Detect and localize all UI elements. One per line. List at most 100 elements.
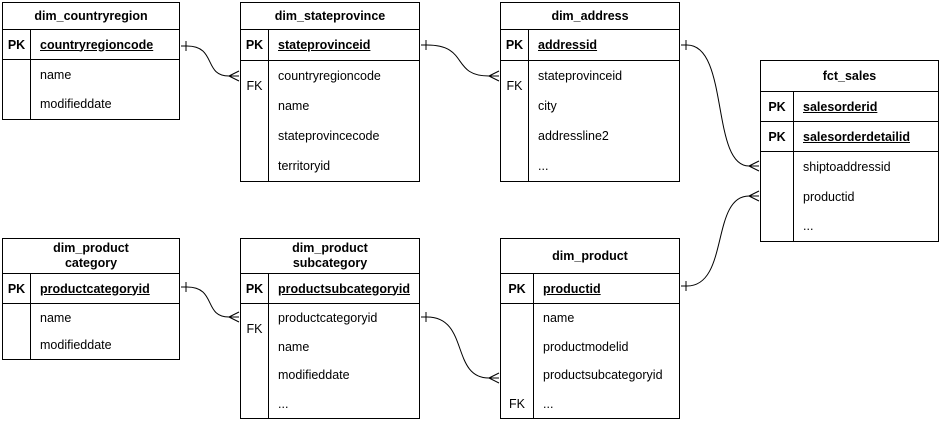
column-dim_productsubcategory-productsubcategoryid: productsubcategoryid — [269, 274, 419, 304]
attribute-column-dim_productcategory: productcategoryid name modifieddate — [31, 274, 179, 359]
cardinality-many-marker — [748, 160, 760, 172]
relationship-productcategory-to-subcategory[interactable] — [181, 282, 240, 323]
column-dim_product-name: name — [543, 311, 575, 326]
key-marker-fk-dim_address: FK — [506, 79, 523, 93]
key-marker-area-dim_countryregion — [3, 60, 30, 119]
column-fct_sales-productid: productid — [803, 189, 855, 204]
attribute-column-dim_address: addressid stateprovinceid city addressline2… — [529, 30, 679, 181]
key-marker-fk-dim_stateprovince: FK — [246, 79, 263, 93]
relationship-address-to-sales[interactable] — [681, 40, 760, 172]
column-dim_address-addressline2: addressline2 — [538, 129, 609, 143]
key-column-dim_productcategory: PK — [3, 274, 31, 359]
relationship-line — [686, 195, 750, 287]
key-column-dim_stateprovince: PK FK — [241, 30, 269, 181]
column-dim_countryregion-name: name — [40, 67, 72, 82]
relationship-line — [686, 44, 750, 167]
column-dim_productcategory-name: name — [40, 310, 72, 325]
key-column-dim_address: PK FK — [501, 30, 529, 181]
column-fct_sales-salesorderdetailid: salesorderdetailid — [794, 122, 938, 152]
key-marker-pk-dim_productsubcategory-0: PK — [241, 274, 268, 304]
key-marker-pk-dim_stateprovince-0: PK — [241, 30, 268, 61]
column-fct_sales-ellipsisellipsisellipsis: ... — [803, 219, 814, 234]
key-marker-fk-dim_product: FK — [509, 397, 525, 411]
key-marker-area-dim_product: FK — [501, 304, 533, 418]
entity-title-dim_productcategory: dim_product category — [3, 239, 179, 274]
column-dim_address-ellipsisellipsisellipsis: ... — [538, 159, 549, 173]
key-marker-pk-dim_product-0: PK — [501, 274, 533, 304]
key-marker-pk-dim_address-0: PK — [501, 30, 528, 61]
entity-body-dim_address: PK FK addressid stateprovinceid city addressl… — [501, 30, 679, 181]
key-column-dim_product: PK FK — [501, 274, 534, 418]
column-dim_countryregion-modifieddate: modifieddate — [40, 97, 112, 112]
column-dim_productsubcategory-modifieddate: modifieddate — [278, 368, 350, 383]
column-dim_stateprovince-stateprovincecode: stateprovincecode — [278, 129, 380, 143]
key-column-dim_countryregion: PK — [3, 30, 31, 119]
key-column-dim_productsubcategory: PK FK — [241, 274, 269, 418]
relationship-countryregion-to-stateprovince[interactable] — [181, 41, 240, 82]
key-marker-area-fct_sales — [761, 152, 793, 241]
entity-title-dim_address: dim_address — [501, 3, 679, 30]
column-dim_address-city: city — [538, 99, 557, 113]
column-dim_productcategory-modifieddate: modifieddate — [40, 338, 112, 353]
relationship-product-to-sales[interactable] — [681, 190, 760, 291]
attribute-column-dim_product: productid name productmodelid productsubcat… — [534, 274, 679, 418]
relationship-line — [426, 316, 490, 379]
cardinality-many-marker — [228, 311, 240, 323]
column-dim_countryregion-countryregioncode: countryregioncode — [31, 30, 179, 60]
entity-title-dim_stateprovince: dim_stateprovince — [241, 3, 419, 30]
relationship-line — [186, 286, 230, 318]
entity-title-fct_sales: fct_sales — [761, 61, 938, 92]
key-marker-area-dim_productsubcategory: FK — [241, 304, 268, 418]
entity-body-dim_stateprovince: PK FK stateprovinceid countryregioncode name… — [241, 30, 419, 181]
column-dim_product-productmodelid: productmodelid — [543, 339, 629, 354]
key-marker-area-dim_stateprovince: FK — [241, 61, 268, 181]
column-dim_address-stateprovinceid: stateprovinceid — [538, 69, 623, 83]
column-dim_stateprovince-stateprovinceid: stateprovinceid — [269, 30, 419, 61]
column-dim_productsubcategory-name: name — [278, 339, 310, 354]
relationship-line — [426, 44, 490, 77]
cardinality-many-marker — [748, 190, 760, 202]
attribute-column-dim_stateprovince: stateprovinceid countryregioncode name stat… — [269, 30, 419, 181]
key-marker-pk-dim_countryregion-0: PK — [3, 30, 30, 60]
entity-title-dim_productsubcategory: dim_product subcategory — [241, 239, 419, 274]
entity-title-dim_countryregion: dim_countryregion — [3, 3, 179, 30]
relationship-stateprovince-to-address[interactable] — [421, 40, 500, 82]
key-marker-pk-fct_sales-1: PK — [761, 122, 793, 152]
key-marker-pk-dim_productcategory-0: PK — [3, 274, 30, 304]
key-marker-area-dim_productcategory — [3, 304, 30, 359]
cardinality-many-marker — [488, 70, 500, 82]
column-dim_productsubcategory-ellipsisellipsisellipsis: ... — [278, 396, 289, 411]
column-dim_product-productsubcategoryid: productsubcategoryid — [543, 368, 663, 383]
column-dim_productcategory-productcategoryid: productcategoryid — [31, 274, 179, 304]
key-marker-fk-dim_productsubcategory: FK — [246, 322, 263, 336]
relationship-line — [186, 45, 230, 77]
column-dim_stateprovince-territoryid: territoryid — [278, 159, 331, 173]
attribute-column-dim_productsubcategory: productsubcategoryid productcategoryid nam… — [269, 274, 419, 418]
column-dim_product-ellipsisellipsisellipsis: ... — [543, 396, 554, 411]
column-dim_product-productid: productid — [534, 274, 679, 304]
attribute-column-dim_countryregion: countryregioncode name modifieddate — [31, 30, 179, 119]
column-fct_sales-shiptoaddressid: shiptoaddressid — [803, 159, 891, 174]
key-marker-area-dim_address: FK — [501, 61, 528, 181]
key-marker-pk-fct_sales-0: PK — [761, 92, 793, 122]
column-dim_stateprovince-countryregioncode: countryregioncode — [278, 69, 381, 83]
column-dim_address-addressid: addressid — [529, 30, 679, 61]
column-dim_stateprovince-name: name — [278, 99, 310, 113]
relationship-subcategory-to-product[interactable] — [421, 312, 500, 384]
entity-body-dim_productsubcategory: PK FK productsubcategoryid productcategoryi… — [241, 274, 419, 418]
entity-body-dim_product: PK FK productid name productmodelid productsu… — [501, 274, 679, 418]
column-dim_productsubcategory-productcategoryid: productcategoryid — [278, 311, 378, 326]
